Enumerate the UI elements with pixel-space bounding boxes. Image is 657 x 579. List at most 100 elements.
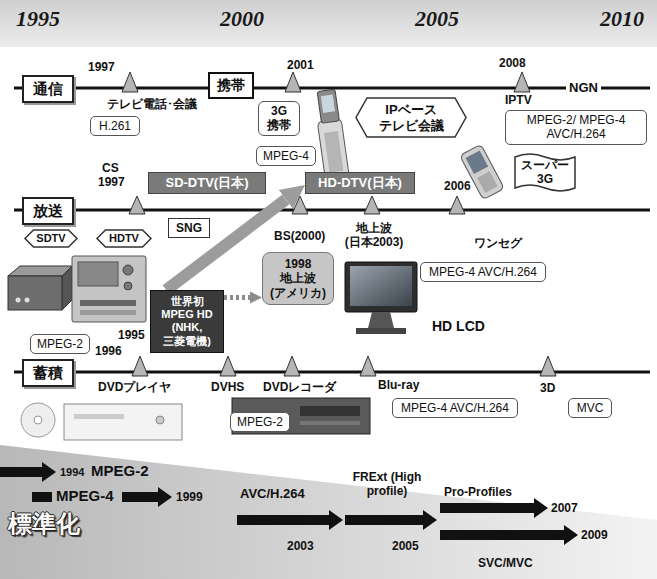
milestone-triangle [360, 356, 376, 376]
milestone-box: 世界初 MPEG HD (NHK, 三菱電機) [150, 290, 224, 353]
section-label: 標準化 [8, 510, 80, 539]
milestone-triangle [292, 196, 308, 214]
codec-box: MPEG-4 AVC/H.264 [420, 262, 546, 282]
codec-box: MPEG-4 AVC/H.264 [392, 398, 518, 418]
year-label: 1997 [98, 175, 125, 189]
year-label: 2006 [444, 179, 471, 193]
codec-box: MPEG-2 [30, 334, 90, 354]
standard-arrow [237, 510, 343, 530]
codec-box: MPEG-2/ MPEG-4 AVC/H.264 [505, 110, 647, 145]
player-tray [74, 414, 124, 419]
year-label: 1995 [16, 6, 60, 32]
player-button [156, 416, 164, 424]
service-label: ワンセグ [474, 236, 522, 250]
receiver-top [8, 266, 72, 276]
phone-keypad [477, 171, 497, 193]
row-label: 放送 [22, 197, 74, 225]
node-text: 1998 地上波 (アメリカ) [268, 257, 328, 300]
codec-box: MVC [568, 398, 612, 418]
event-box: 1998 地上波 (アメリカ) [262, 252, 334, 305]
unit-knob [123, 265, 133, 275]
phone-screen [466, 151, 489, 174]
service-banner: スーパー 3G [514, 152, 576, 193]
band-edge [0, 47, 657, 49]
service-label: CS [102, 161, 119, 175]
lcd-screen [350, 266, 412, 306]
node-text: MPEG-2/ MPEG-4 AVC/H.264 [512, 113, 640, 142]
node-text: 携帯 [217, 77, 245, 94]
node-text: SD-DTV(日本) [165, 175, 248, 191]
service-box: 3G 携帯 [258, 101, 300, 136]
node-text: スーパー 3G [520, 158, 570, 187]
codec-box: MPEG-4 [256, 146, 316, 166]
unit-panel [78, 262, 118, 286]
standard-label: SVC/MVC [478, 556, 533, 570]
receiver-side [62, 266, 72, 310]
disc-hole [34, 416, 42, 424]
node-text: HD-DTV(日本) [318, 175, 402, 191]
node-text: H.261 [99, 119, 131, 133]
standard-label: MPEG-2 [91, 462, 149, 480]
format-hexagon: HDTV [96, 229, 152, 248]
milestone-triangle [284, 356, 300, 376]
year-label: 2007 [551, 501, 578, 515]
format-hexagon: SDTV [24, 229, 78, 248]
year-band [0, 0, 657, 48]
unit-slot [80, 300, 136, 306]
receiver-lamp [16, 298, 21, 303]
codec-box: MPEG-2 [230, 412, 290, 432]
recorder-slot [300, 421, 360, 425]
node-text: 世界初 MPEG HD (NHK, 三菱電機) [157, 295, 217, 348]
node-text: 蓄積 [33, 364, 63, 382]
year-label: 2005 [415, 6, 459, 32]
event-label: BS(2000) [274, 229, 325, 243]
milestone-triangle [285, 72, 301, 92]
standard-arrow [122, 487, 172, 507]
device-label: DVDレコーダ [263, 380, 336, 394]
standard-arrow [32, 492, 52, 502]
node-text: MPEG-4 AVC/H.264 [401, 401, 509, 415]
node-text: 3G 携帯 [264, 104, 294, 133]
year-label: 2005 [392, 539, 419, 553]
node-text: SDTV [36, 232, 65, 245]
milestone-triangle [540, 356, 556, 376]
year-label: 2003 [287, 539, 314, 553]
standard-label: FRExt (High profile) [347, 470, 427, 499]
year-label: 2000 [220, 6, 264, 32]
device-label: Blu-ray [378, 378, 419, 392]
year-label: 2010 [600, 6, 644, 32]
milestone-triangle [514, 72, 530, 92]
hd-encoder-unit [72, 256, 146, 322]
standard-label: MPEG-4 [56, 487, 114, 505]
recorder-panel [300, 406, 360, 416]
standard-arrow [440, 498, 548, 518]
hexagon-shape [356, 98, 466, 137]
node-text: IPベース テレビ会議 [371, 102, 451, 133]
category-box: 携帯 [208, 72, 254, 99]
milestone-triangle [122, 72, 138, 92]
device-label: DVDプレイヤ [98, 380, 171, 394]
device-label: DVHS [211, 380, 244, 394]
network-label: NGN [566, 80, 601, 96]
codec-box: H.261 [90, 116, 140, 136]
node-text: SNG [176, 221, 202, 235]
receiver-front [8, 276, 62, 310]
receiver-lamp [25, 298, 30, 303]
row-label: 通信 [22, 75, 74, 103]
timeline-axis [14, 209, 650, 212]
hexagon-shape [97, 230, 151, 247]
year-label: 1995 [118, 328, 145, 342]
hexagon-shape [25, 230, 77, 247]
unit-knob [124, 282, 132, 290]
standard-arrow [345, 510, 437, 530]
event-label: テレビ電話･会議 [107, 97, 197, 111]
year-label: 1994 [60, 466, 84, 479]
dvd-recorder [232, 398, 370, 434]
lcd-frame [345, 262, 417, 312]
phone-lid [317, 89, 339, 123]
phone-keypad [324, 131, 343, 173]
unit-slot [80, 310, 136, 315]
node-text: MPEG-2 [237, 415, 283, 429]
lcd-base [356, 328, 406, 334]
era-bar: SD-DTV(日本) [148, 172, 266, 194]
